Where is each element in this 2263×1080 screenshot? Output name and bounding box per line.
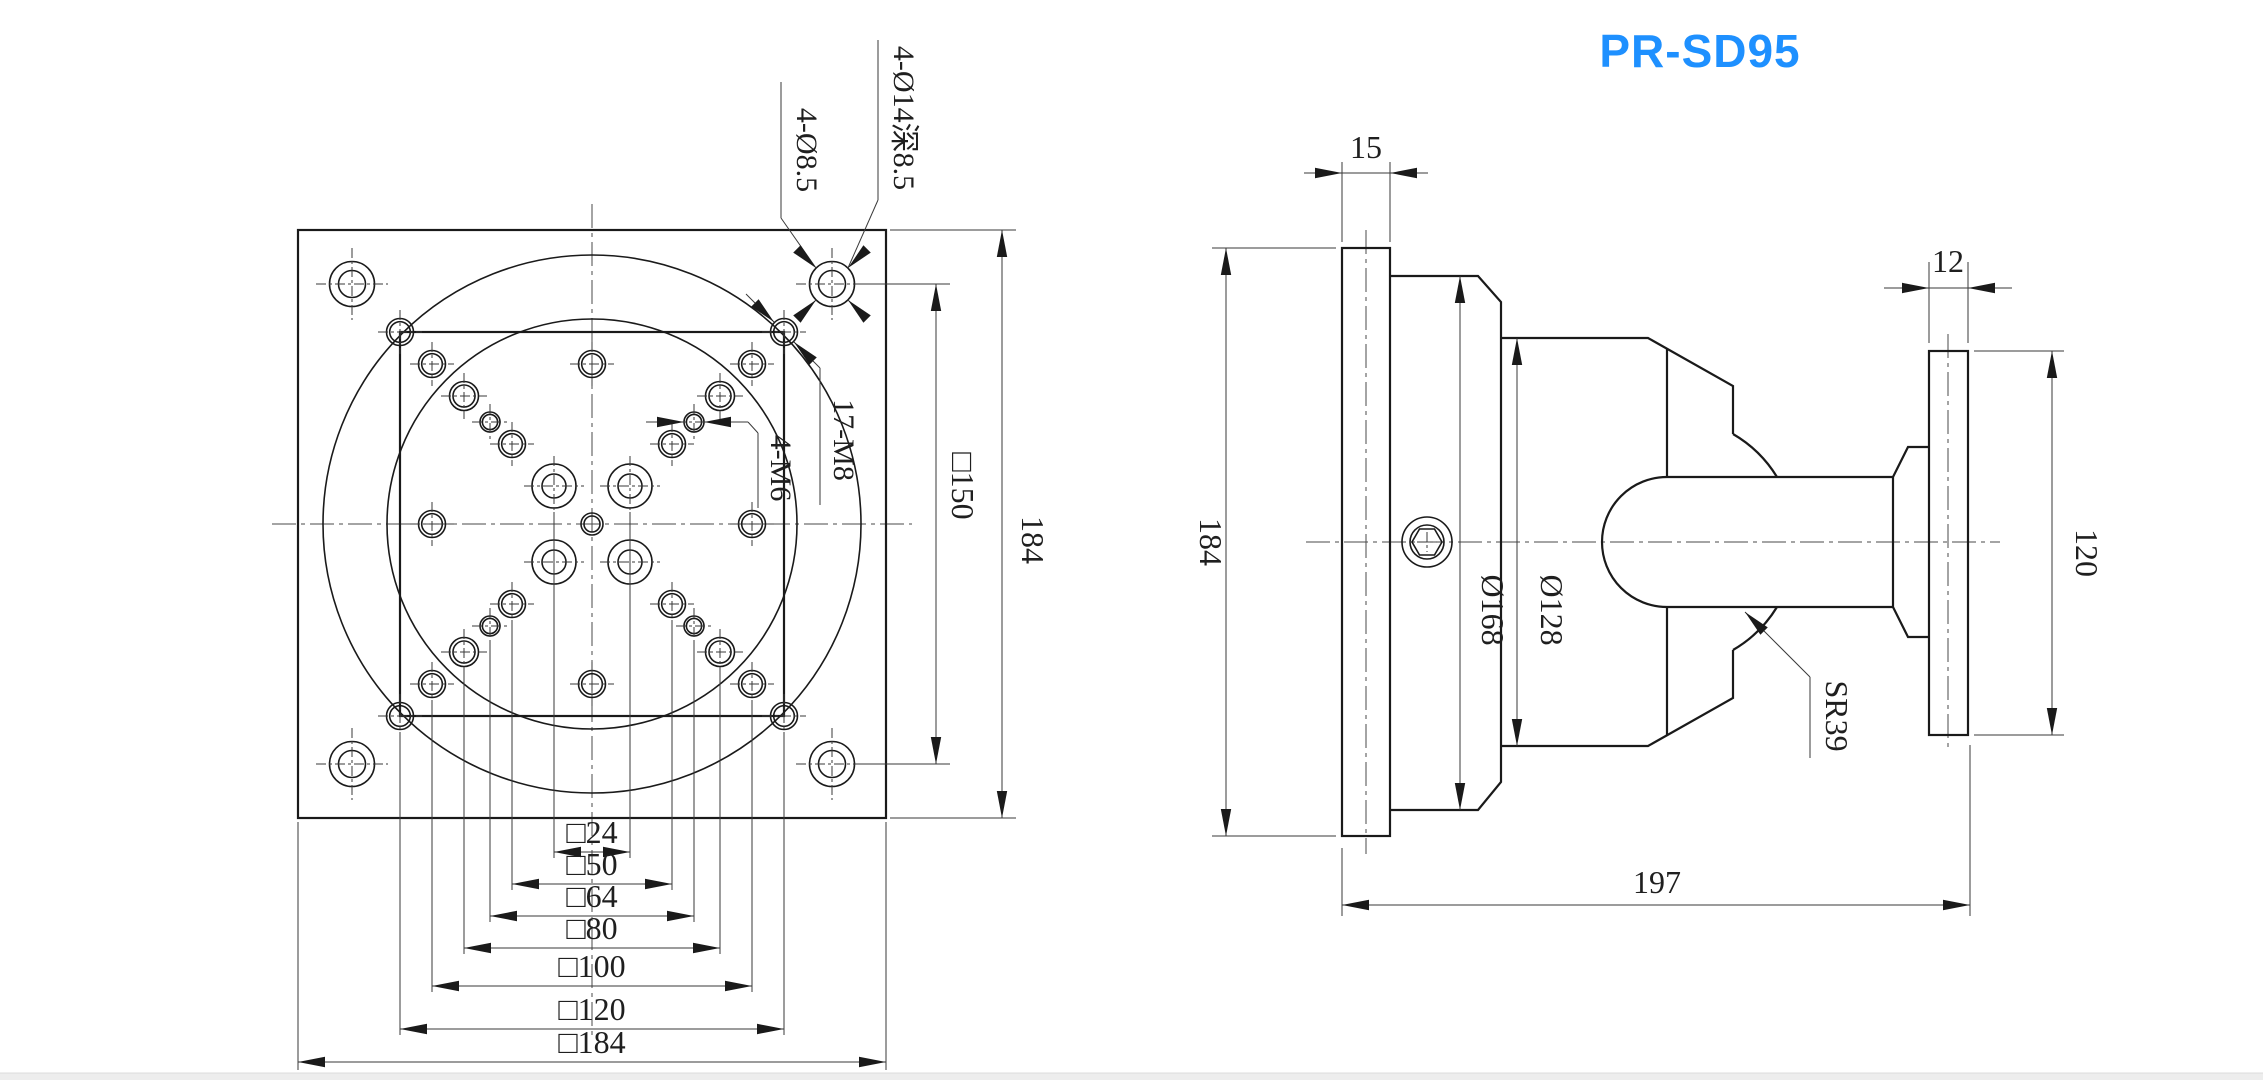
leader-sr39: SR39 bbox=[1741, 608, 1855, 758]
dim-platform-height: 120 bbox=[1974, 350, 2105, 736]
dim-cyl-128: Ø128 bbox=[1511, 338, 1570, 746]
circle-128 bbox=[386, 318, 798, 730]
diagonal-holes bbox=[441, 373, 743, 675]
label-m6: 4-M6 bbox=[764, 435, 797, 502]
dim-bolt-square: □150 bbox=[945, 452, 981, 519]
slot-semicircle bbox=[1600, 475, 1668, 609]
corner-holes bbox=[316, 248, 868, 800]
dim-d128-text: Ø128 bbox=[1534, 574, 1570, 645]
bottom-strip bbox=[0, 1073, 2263, 1080]
cyl-168-outline bbox=[1390, 274, 1503, 812]
cyl-128-top bbox=[1501, 336, 1735, 434]
front-dim-stack: □24 □50 □64 □80 □100 □120 □184 bbox=[297, 512, 887, 1070]
dim-d168-text: Ø168 bbox=[1475, 574, 1511, 645]
dim-sq64: □64 bbox=[566, 878, 617, 914]
dim-sq50: □50 bbox=[566, 846, 617, 882]
sphere-arc-bottom bbox=[1732, 606, 1778, 651]
dim-sq184: □184 bbox=[558, 1024, 625, 1060]
cyl-128-bottom bbox=[1501, 650, 1735, 748]
flange-outline bbox=[1891, 445, 1929, 639]
leader-m6: 4-M6 bbox=[646, 416, 797, 508]
hex-screw bbox=[1401, 516, 1453, 568]
sq120-holes bbox=[378, 310, 806, 738]
side-base-plate bbox=[1340, 246, 1392, 838]
dim-sq100: □100 bbox=[558, 948, 625, 984]
dim-197-text: 197 bbox=[1633, 864, 1681, 900]
dim-base-thickness: 15 bbox=[1304, 129, 1428, 242]
sq100-holes bbox=[410, 342, 774, 706]
dim-184-text: 184 bbox=[1193, 518, 1229, 566]
side-platform-plate bbox=[1927, 349, 1970, 737]
leader-through-hole: 4-Ø8.5 bbox=[780, 82, 871, 323]
dim-sr39-text: SR39 bbox=[1819, 680, 1855, 751]
dim-12-text: 12 bbox=[1932, 243, 1964, 279]
leader-counterbore: 4-Ø14深8.5 bbox=[793, 40, 920, 323]
dim-sq120: □120 bbox=[558, 991, 625, 1027]
circle-168 bbox=[322, 254, 862, 794]
label-m8: 17-M8 bbox=[827, 399, 860, 481]
front-view: 4-Ø8.5 4-Ø14深8.5 17-M8 4- bbox=[272, 40, 1051, 1070]
dim-total-length: 197 bbox=[1341, 745, 1971, 916]
sphere-arc-top bbox=[1732, 433, 1778, 478]
dim-sq24: □24 bbox=[566, 814, 617, 850]
side-view: 15 184 Ø168 Ø128 1 bbox=[1193, 129, 2105, 916]
leader-m8: 17-M8 bbox=[745, 293, 860, 505]
drawing-title: PR-SD95 bbox=[1599, 25, 1800, 77]
dim-side-height: 184 bbox=[1193, 247, 1336, 837]
dim-120-text: 120 bbox=[2069, 529, 2105, 577]
label-counterbore: 4-Ø14深8.5 bbox=[887, 46, 920, 190]
dim-front-height: 184 bbox=[1015, 516, 1051, 564]
dim-15-text: 15 bbox=[1350, 129, 1382, 165]
label-through-hole: 4-Ø8.5 bbox=[790, 108, 823, 192]
dim-sq80: □80 bbox=[566, 910, 617, 946]
dim-platform-thickness: 12 bbox=[1884, 243, 2012, 343]
platform-outline bbox=[398, 330, 786, 718]
dim-cyl-168: Ø168 bbox=[1454, 276, 1511, 810]
front-right-dims: □150 184 bbox=[856, 229, 1051, 819]
base-plate-outline bbox=[296, 228, 888, 820]
